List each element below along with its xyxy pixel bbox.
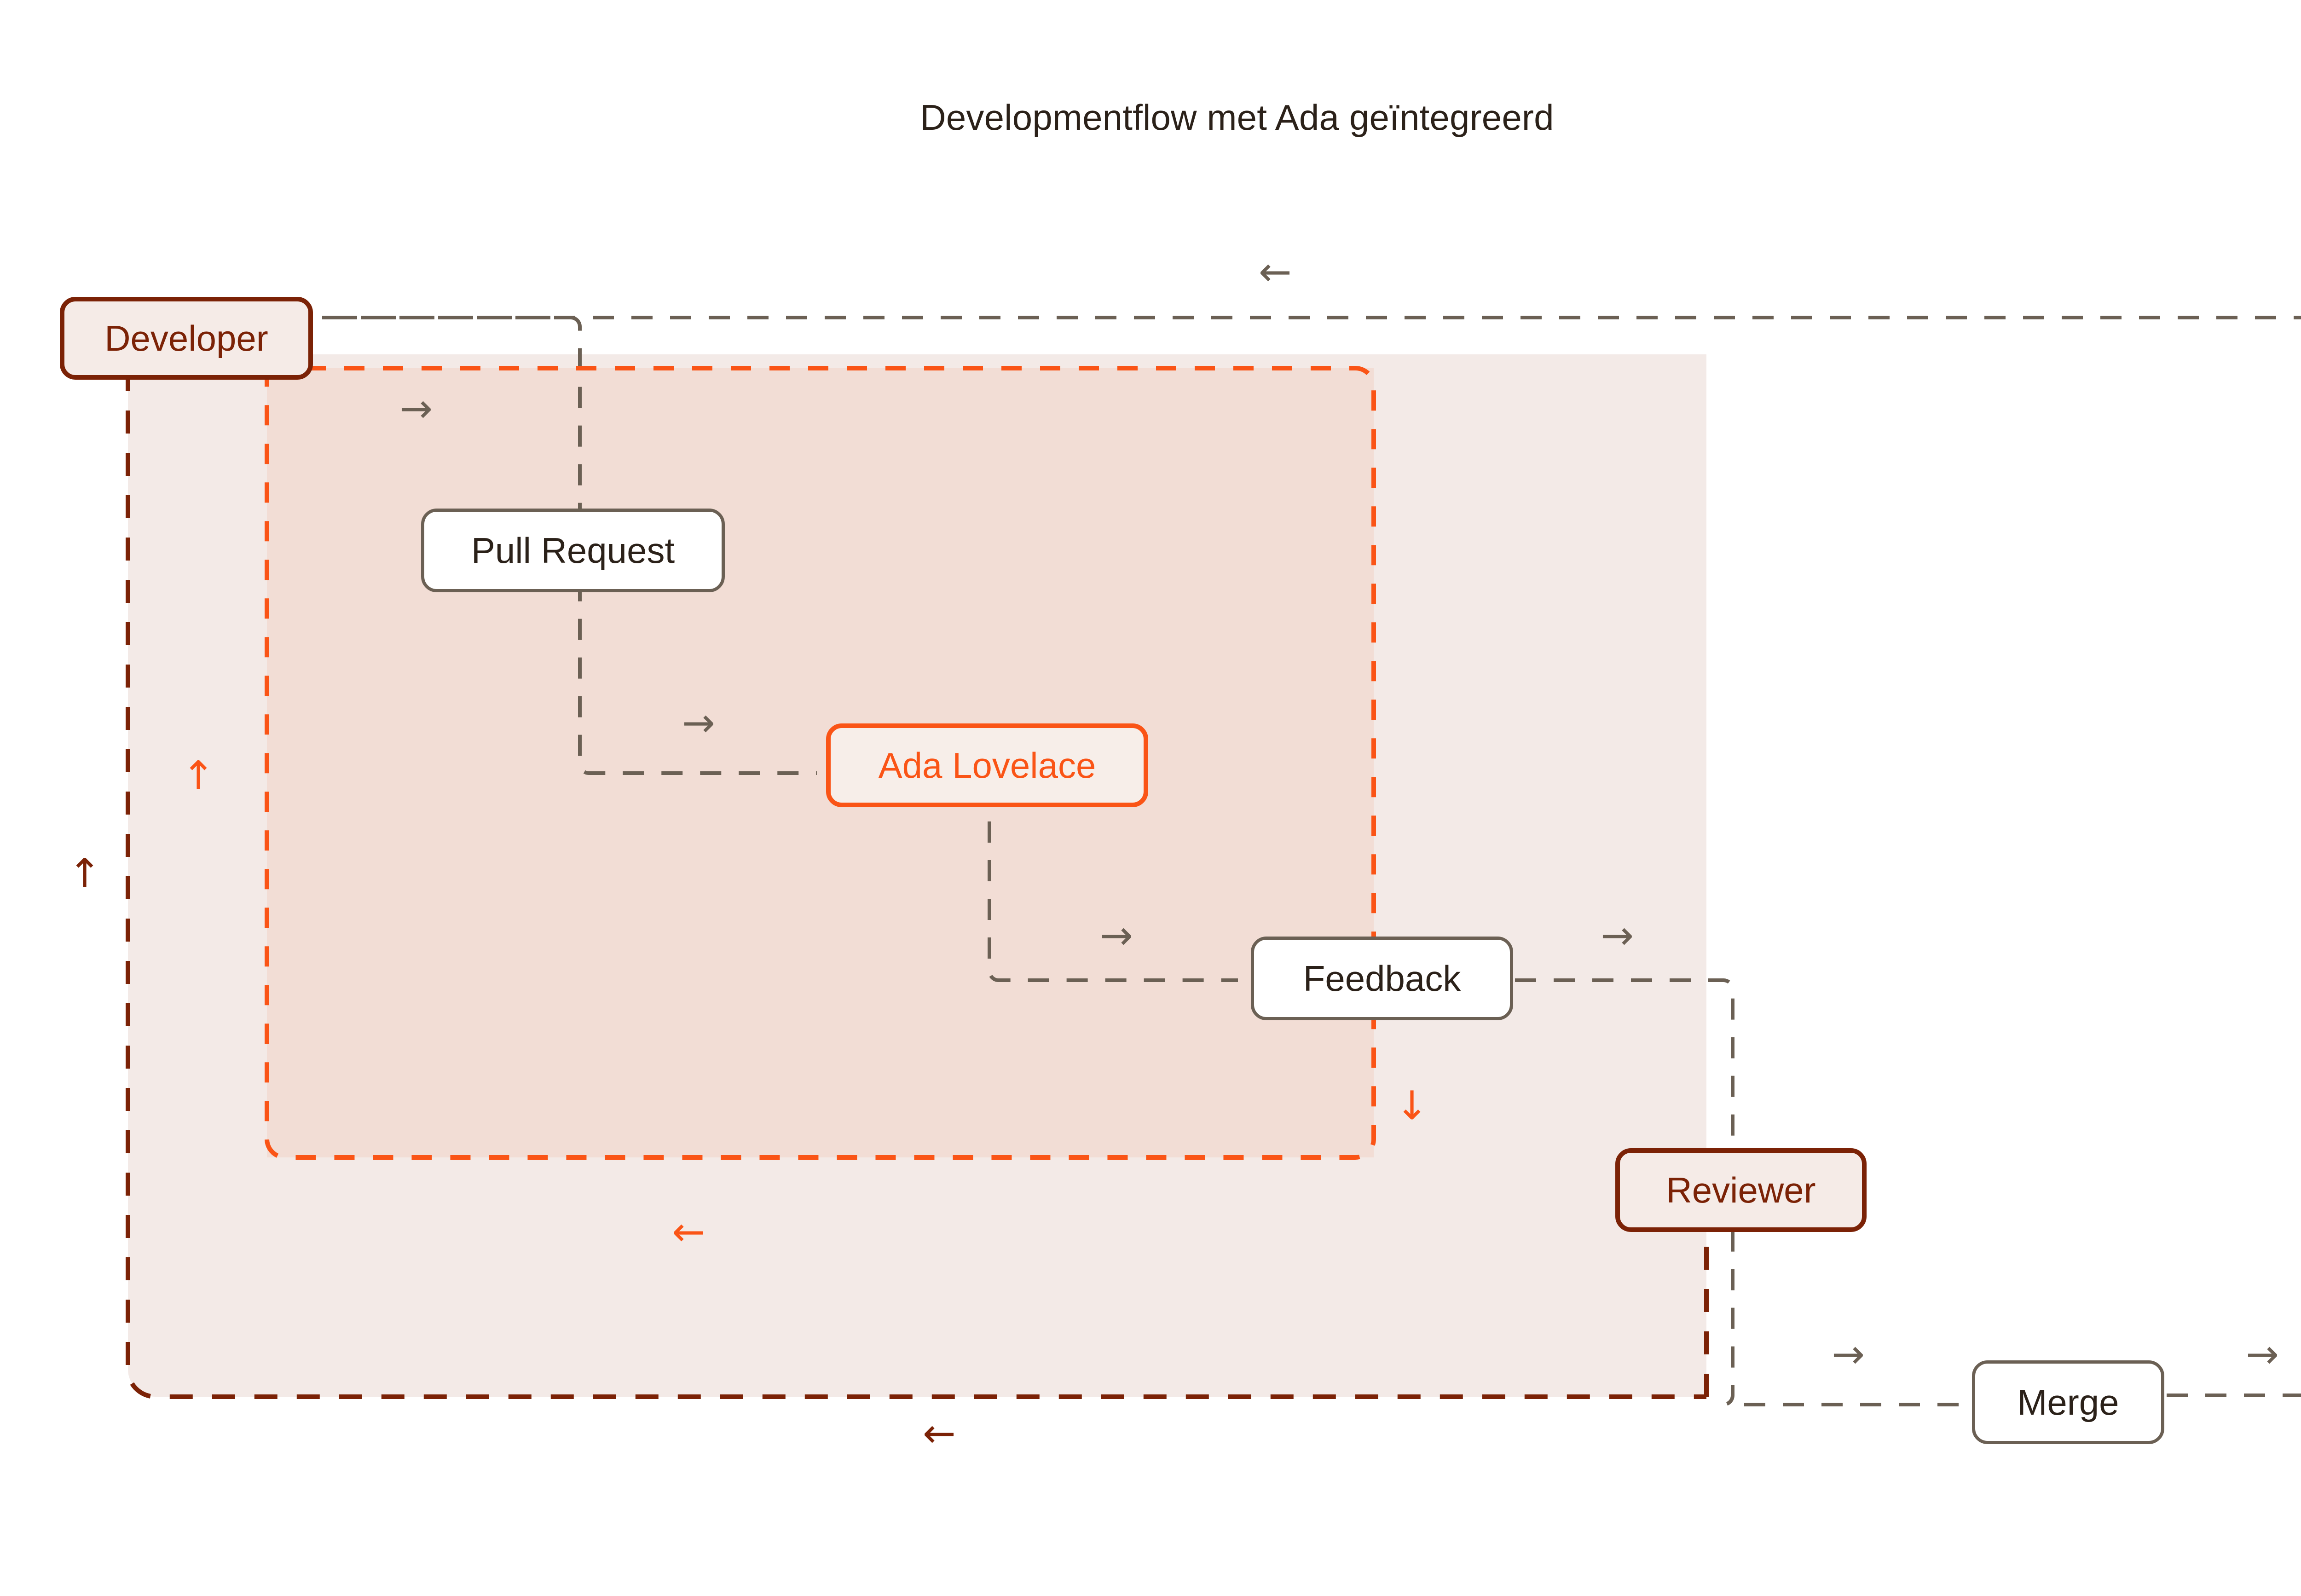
arrow-down-icon: ↓ — [1395, 1083, 1429, 1129]
connector-pull-request-ada — [988, 821, 1238, 982]
arrow-left-icon: ← — [672, 1209, 705, 1255]
arrow-right-icon: → — [1832, 1331, 1865, 1377]
arrow-right-icon: → — [1601, 913, 1634, 959]
node-reviewer[interactable]: Reviewer — [1615, 1148, 1867, 1232]
arrow-right-icon: → — [399, 386, 433, 432]
arrow-left-icon: ← — [1259, 249, 1292, 295]
node-feedback[interactable]: Feedback — [1251, 937, 1513, 1020]
arrow-up-icon: ↑ — [68, 850, 102, 896]
arrow-left-icon: ← — [923, 1411, 956, 1457]
region-developer-border — [126, 368, 1706, 1399]
node-reviewer-label: Reviewer — [1666, 1170, 1816, 1210]
node-merge-label: Merge — [2017, 1382, 2119, 1423]
node-developer-label: Developer — [104, 318, 268, 359]
arrow-up-icon: ↑ — [182, 753, 215, 799]
node-developer[interactable]: Developer — [60, 297, 313, 380]
region-ada-border — [265, 366, 1376, 1160]
region-ada-fill — [267, 368, 1374, 1157]
node-merge[interactable]: Merge — [1972, 1360, 2164, 1444]
gray-loop-top — [322, 316, 2301, 319]
node-ada-lovelace[interactable]: Ada Lovelace — [826, 723, 1148, 807]
page-title: Developmentflow met Ada geïntegreerd — [920, 97, 1554, 138]
arrow-right-icon: → — [1100, 913, 1133, 959]
arrow-right-icon: → — [2246, 1331, 2279, 1377]
node-pull-request[interactable]: Pull Request — [421, 509, 725, 592]
node-ada-lovelace-label: Ada Lovelace — [878, 745, 1096, 786]
node-pull-request-label: Pull Request — [471, 530, 675, 571]
connector-feedback-reviewer — [1399, 978, 1734, 1406]
arrow-right-icon: → — [682, 700, 716, 746]
node-feedback-label: Feedback — [1303, 958, 1461, 999]
